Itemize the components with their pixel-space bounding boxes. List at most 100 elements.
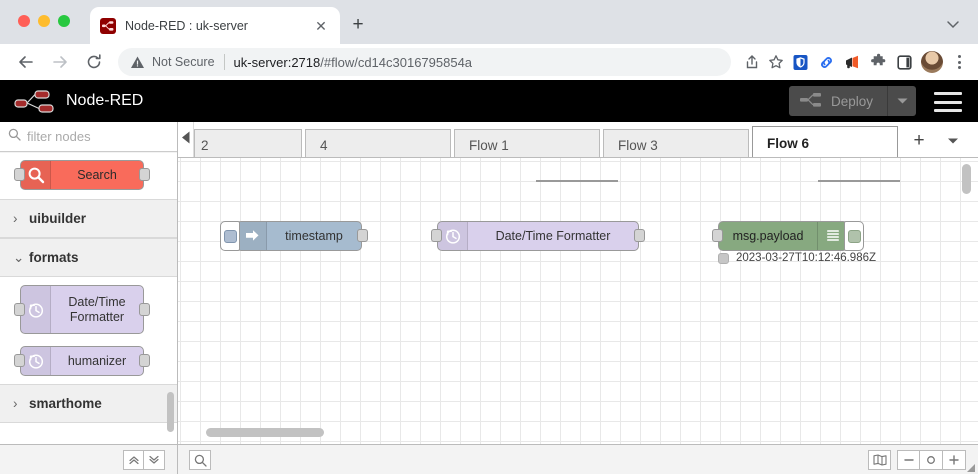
- navigator-map-icon[interactable]: [868, 450, 891, 470]
- puzzle-extensions-icon[interactable]: [865, 49, 891, 75]
- flow-tabbar: 2 4 Flow 1 Flow 3 Flow 6 +: [178, 122, 978, 160]
- canvas-search-button[interactable]: [189, 450, 211, 470]
- flow-tab-label: 2: [201, 137, 209, 153]
- status-text: 2023-03-27T10:12:46.986Z: [736, 252, 877, 264]
- forward-button: [46, 48, 74, 76]
- filter-nodes-input[interactable]: [27, 129, 169, 144]
- link-extension-icon[interactable]: [813, 49, 839, 75]
- reload-button[interactable]: [80, 48, 108, 76]
- browser-tab[interactable]: Node-RED : uk-server ✕: [90, 7, 340, 44]
- flow-list-chevron-down-icon[interactable]: [940, 127, 966, 155]
- security-status-label: Not Secure: [152, 55, 215, 69]
- url-host: uk-server:2718: [233, 54, 321, 70]
- omnibox-divider: [223, 54, 225, 70]
- flow-tab-flow-1[interactable]: Flow 1: [454, 129, 600, 160]
- sidepanel-icon[interactable]: [891, 49, 917, 75]
- triangle-left-icon: [181, 131, 191, 149]
- flow-node-datetime-formatter[interactable]: Date/Time Formatter: [431, 221, 645, 251]
- palette-category-formats[interactable]: ⌄ formats: [0, 238, 177, 277]
- palette-node-search-row: Search: [0, 153, 177, 199]
- megaphone-extension-icon[interactable]: [839, 49, 865, 75]
- palette-scroll-area: Search › uibuilder ⌄ formats: [0, 153, 177, 444]
- flow-tab-flow-3[interactable]: Flow 3: [603, 129, 749, 160]
- flow-tab-label: Flow 3: [618, 137, 658, 153]
- node-input-port: [14, 168, 25, 181]
- clock-icon: [21, 286, 51, 333]
- node-output-port: [139, 168, 150, 181]
- flow-node-debug[interactable]: msg.payload: [712, 221, 864, 251]
- window-traffic-lights: [18, 15, 70, 27]
- palette-footer: [0, 445, 178, 474]
- palette-node-label: humanizer: [67, 353, 127, 368]
- back-button[interactable]: [12, 48, 40, 76]
- node-input-port[interactable]: [712, 229, 723, 242]
- clock-icon: [21, 347, 51, 375]
- flow-tab-label: 4: [320, 137, 328, 153]
- deploy-button-main[interactable]: Deploy: [789, 86, 887, 116]
- profile-avatar[interactable]: [921, 51, 943, 73]
- deploy-button[interactable]: Deploy: [788, 86, 916, 116]
- new-tab-button[interactable]: +: [352, 14, 364, 35]
- bookmark-star-icon[interactable]: [765, 51, 787, 73]
- tab-scroll-left-button[interactable]: [178, 122, 194, 157]
- expand-all-categories-button[interactable]: [123, 449, 144, 470]
- share-icon[interactable]: [741, 51, 763, 73]
- shield-extension-icon[interactable]: [787, 49, 813, 75]
- node-output-port[interactable]: [357, 229, 368, 242]
- url-text: uk-server:2718/#flow/cd14c3016795854a: [234, 55, 473, 70]
- palette-category-uibuilder[interactable]: › uibuilder: [0, 199, 177, 238]
- flow-canvas[interactable]: timestamp Date/Time Formatter msg.payloa…: [178, 157, 978, 444]
- main-menu-hamburger-icon[interactable]: [934, 92, 962, 112]
- palette-category-smarthome[interactable]: › smarthome: [0, 384, 177, 423]
- tabstrip-chevron-down-icon[interactable]: [944, 15, 962, 33]
- node-input-port[interactable]: [431, 229, 442, 242]
- canvas-vertical-scrollbar[interactable]: [962, 164, 971, 194]
- palette-filter[interactable]: [0, 122, 177, 152]
- flow-tab-2[interactable]: 2: [194, 129, 302, 160]
- address-bar[interactable]: Not Secure uk-server:2718/#flow/cd14c301…: [118, 48, 731, 76]
- palette-node-label: Search: [77, 167, 117, 182]
- node-red-brand-label: Node-RED: [66, 92, 144, 109]
- add-flow-button[interactable]: +: [913, 130, 925, 151]
- minimize-window-button[interactable]: [38, 15, 50, 27]
- zoom-in-button[interactable]: [943, 450, 966, 470]
- flow-node-inject[interactable]: timestamp: [220, 221, 368, 251]
- palette-category-label: formats: [29, 250, 79, 265]
- palette-node-datetime-formatter[interactable]: Date/Time Formatter: [14, 285, 150, 334]
- deploy-label: Deploy: [830, 93, 873, 109]
- inject-trigger-button[interactable]: [220, 221, 240, 251]
- not-secure-warning-icon: [130, 55, 145, 70]
- flow-node-label: timestamp: [285, 229, 343, 243]
- maximize-window-button[interactable]: [58, 15, 70, 27]
- node-output-port[interactable]: [634, 229, 645, 242]
- zoom-reset-button[interactable]: [920, 450, 943, 470]
- window-resize-handle[interactable]: [964, 460, 976, 472]
- close-window-button[interactable]: [18, 15, 30, 27]
- close-tab-button[interactable]: ✕: [315, 17, 327, 34]
- debug-toggle-button[interactable]: [844, 221, 864, 251]
- zoom-out-button[interactable]: [897, 450, 920, 470]
- debug-node-status: 2023-03-27T10:12:46.986Z: [718, 252, 876, 264]
- canvas-view-controls: [868, 450, 966, 470]
- magnifier-icon: [21, 161, 51, 189]
- canvas-horizontal-scrollbar[interactable]: [206, 428, 324, 437]
- flow-tab-4[interactable]: 4: [305, 129, 451, 160]
- node-red-header: Node-RED Deploy: [0, 80, 978, 122]
- node-output-port: [139, 303, 150, 316]
- browser-menu-icon[interactable]: [948, 49, 970, 75]
- collapse-all-categories-button[interactable]: [144, 449, 165, 470]
- flow-tab-flow-6[interactable]: Flow 6: [752, 126, 898, 160]
- palette-scrollbar[interactable]: [167, 392, 174, 432]
- node-palette: Search › uibuilder ⌄ formats: [0, 122, 178, 444]
- wire-inject-to-datetime[interactable]: [536, 180, 618, 182]
- deploy-divider: [887, 86, 888, 116]
- palette-node-search[interactable]: Search: [14, 160, 150, 190]
- palette-node-humanizer[interactable]: humanizer: [14, 346, 150, 376]
- flow-tab-label: Flow 6: [767, 136, 810, 151]
- deploy-chevron-down-icon[interactable]: [888, 86, 916, 116]
- flow-tab-label: Flow 1: [469, 137, 509, 153]
- node-output-port: [139, 354, 150, 367]
- chevron-right-icon: ›: [13, 211, 18, 226]
- wire-datetime-to-debug[interactable]: [818, 180, 900, 182]
- node-red-favicon: [100, 17, 116, 34]
